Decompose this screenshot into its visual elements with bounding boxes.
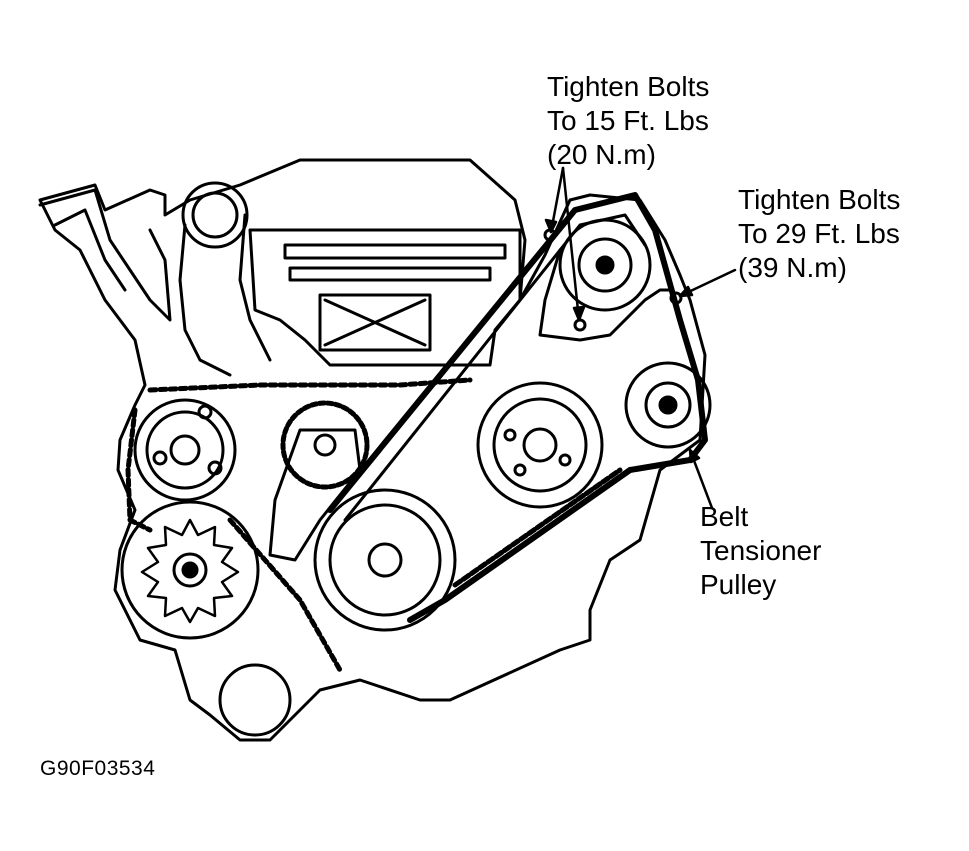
callout-line: (39 N.m): [738, 252, 847, 283]
accessory-drive-belt: [327, 192, 708, 623]
belt-tensioner-inner: [644, 381, 692, 429]
callout-line: Pulley: [700, 569, 777, 600]
crank-pulley-center: [181, 561, 199, 579]
timing-belt-top: [147, 377, 473, 393]
alternator-bracket: [538, 248, 672, 342]
leader-left-bolts: [544, 166, 586, 322]
callout-line: Tighten Bolts: [547, 71, 710, 102]
cam-sprocket-hub: [169, 434, 201, 466]
cam-bolt: [197, 404, 213, 420]
accessory-drive-belt-inner: [343, 213, 647, 522]
valve-cover-rib-mid: [288, 266, 492, 282]
callout-line: To 29 Ft. Lbs: [738, 218, 900, 249]
valve-cover-bracket: [318, 293, 432, 352]
callout-line: Belt: [700, 501, 749, 532]
water-pump-bolt: [558, 453, 572, 467]
accessory-drive-belt-lower: [452, 467, 623, 588]
cam-sprocket-inner: [145, 410, 225, 490]
valve-cover: [248, 228, 522, 367]
water-pump-pulley-inner: [492, 397, 588, 493]
callout-line: (20 N.m): [547, 139, 656, 170]
alternator-pulley-inner: [577, 237, 633, 293]
water-pump-hub: [522, 427, 558, 463]
main-crank-pulley-hub: [367, 542, 403, 578]
engine-block-outline: [38, 158, 707, 742]
belt-tensioner-pulley: [624, 361, 712, 449]
water-pump-pulley: [476, 381, 604, 509]
water-pump-bolt: [513, 463, 527, 477]
callout-line: Tensioner: [700, 535, 822, 566]
intake-tube: [38, 188, 172, 322]
upper-tube-end-inner: [191, 191, 239, 239]
leader-right-bolts: [678, 268, 737, 298]
callout-15ftlb: Tighten Bolts To 15 Ft. Lbs (20 N.m): [547, 70, 709, 172]
cam-bolt: [152, 450, 168, 466]
crank-gear-teeth: [140, 518, 240, 624]
idler-sprocket: [280, 400, 370, 490]
callout-line: Tighten Bolts: [738, 184, 901, 215]
idler-bracket: [268, 428, 362, 562]
intake-tube-inner: [53, 208, 127, 292]
upper-tube: [178, 213, 272, 377]
callout-line: To 15 Ft. Lbs: [547, 105, 709, 136]
belt-tensioner-hub: [658, 395, 678, 415]
upper-tube-end: [181, 181, 249, 249]
lower-cover: [218, 663, 292, 737]
crank-pulley-outer: [120, 500, 260, 640]
main-crank-pulley-inner: [328, 503, 442, 617]
callout-29ftlb: Tighten Bolts To 29 Ft. Lbs (39 N.m): [738, 183, 900, 285]
cam-bolt: [207, 460, 223, 476]
valve-cover-rib-top: [283, 243, 507, 260]
water-pump-bolt: [503, 428, 517, 442]
cam-sprocket: [133, 398, 237, 502]
bolt-15ftlb-lower: [573, 318, 587, 332]
leader-tensioner: [688, 448, 714, 510]
main-crank-pulley: [313, 488, 457, 632]
idler-sprocket-hub: [313, 433, 337, 457]
figure-id: G90F03534: [40, 757, 156, 780]
crank-pulley-hub: [172, 552, 208, 588]
alternator-hub: [595, 255, 615, 275]
callout-belt-tensioner: Belt Tensioner Pulley: [700, 500, 821, 602]
